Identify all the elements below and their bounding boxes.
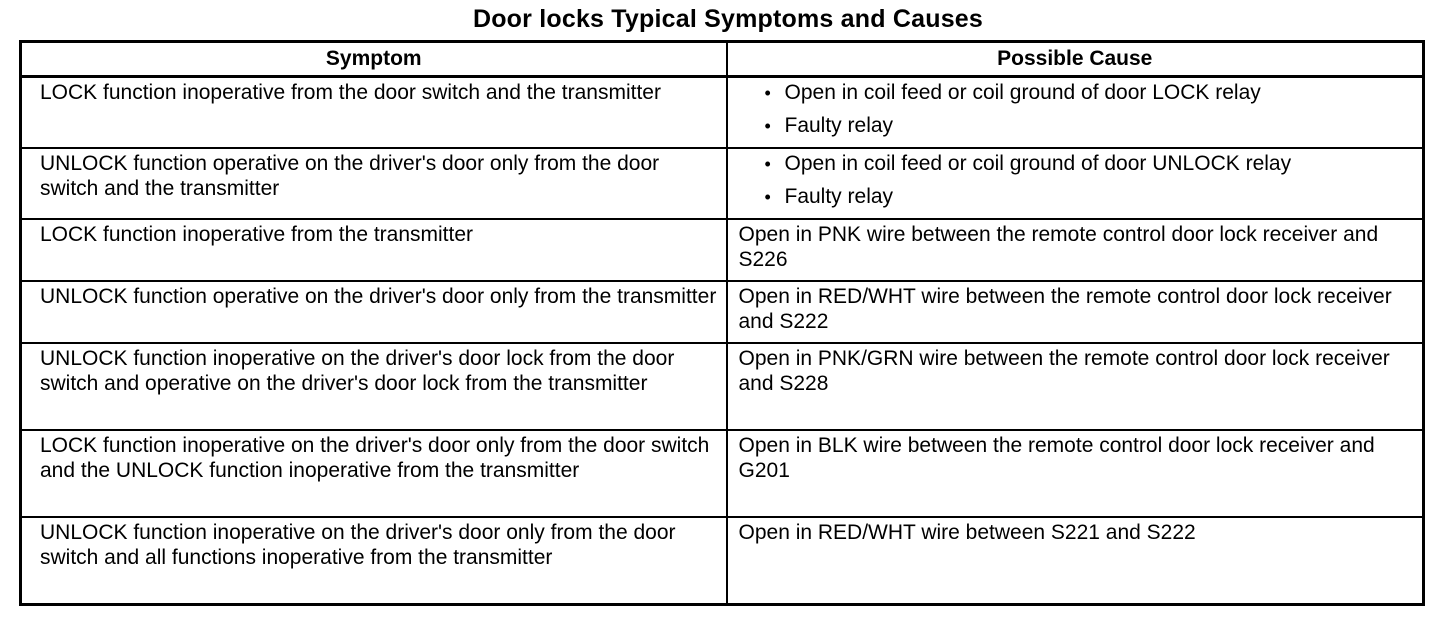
- cause-cell: Open in coil feed or coil ground of door…: [725, 75, 1425, 149]
- cause-list-item: Open in coil feed or coil ground of door…: [765, 81, 1415, 105]
- symptom-cell: UNLOCK function operative on the driver'…: [19, 280, 728, 344]
- cause-list-item: Faulty relay: [765, 185, 1415, 209]
- cause-list-item: Faulty relay: [765, 114, 1415, 138]
- cause-cell: Open in PNK wire between the remote cont…: [725, 218, 1425, 282]
- table-row: UNLOCK function inoperative on the drive…: [19, 516, 1425, 606]
- cause-cell: Open in RED/WHT wire between S221 and S2…: [725, 516, 1425, 606]
- column-header-possible-cause: Possible Cause: [725, 40, 1425, 78]
- cause-cell: Open in PNK/GRN wire between the remote …: [725, 342, 1425, 431]
- cause-cell: Open in coil feed or coil ground of door…: [725, 147, 1425, 220]
- cause-list-item: Open in coil feed or coil ground of door…: [765, 152, 1415, 176]
- symptoms-causes-table: Symptom Possible Cause LOCK function ino…: [19, 40, 1425, 606]
- cause-cell: Open in BLK wire between the remote cont…: [725, 429, 1425, 518]
- table-row: UNLOCK function operative on the driver'…: [19, 280, 1425, 344]
- symptom-cell: LOCK function inoperative from the trans…: [19, 218, 728, 282]
- symptom-cell: UNLOCK function inoperative on the drive…: [19, 516, 728, 606]
- symptom-cell: LOCK function inoperative on the driver'…: [19, 429, 728, 518]
- table-row: LOCK function inoperative on the driver'…: [19, 429, 1425, 518]
- symptom-cell: UNLOCK function inoperative on the drive…: [19, 342, 728, 431]
- cause-cell: Open in RED/WHT wire between the remote …: [725, 280, 1425, 344]
- symptom-cell: LOCK function inoperative from the door …: [19, 75, 728, 149]
- table-row: UNLOCK function operative on the driver'…: [19, 147, 1425, 220]
- page-title: Door locks Typical Symptoms and Causes: [472, 5, 984, 33]
- table-row: UNLOCK function inoperative on the drive…: [19, 342, 1425, 431]
- table-header-row: Symptom Possible Cause: [19, 40, 1425, 78]
- cause-list: Open in coil feed or coil ground of door…: [739, 152, 1415, 209]
- column-header-symptom: Symptom: [19, 40, 728, 78]
- symptom-cell: UNLOCK function operative on the driver'…: [19, 147, 728, 220]
- symptoms-table-container: Symptom Possible Cause LOCK function ino…: [19, 40, 1425, 606]
- cause-list: Open in coil feed or coil ground of door…: [739, 81, 1415, 138]
- table-row: LOCK function inoperative from the door …: [19, 75, 1425, 149]
- table-row: LOCK function inoperative from the trans…: [19, 218, 1425, 282]
